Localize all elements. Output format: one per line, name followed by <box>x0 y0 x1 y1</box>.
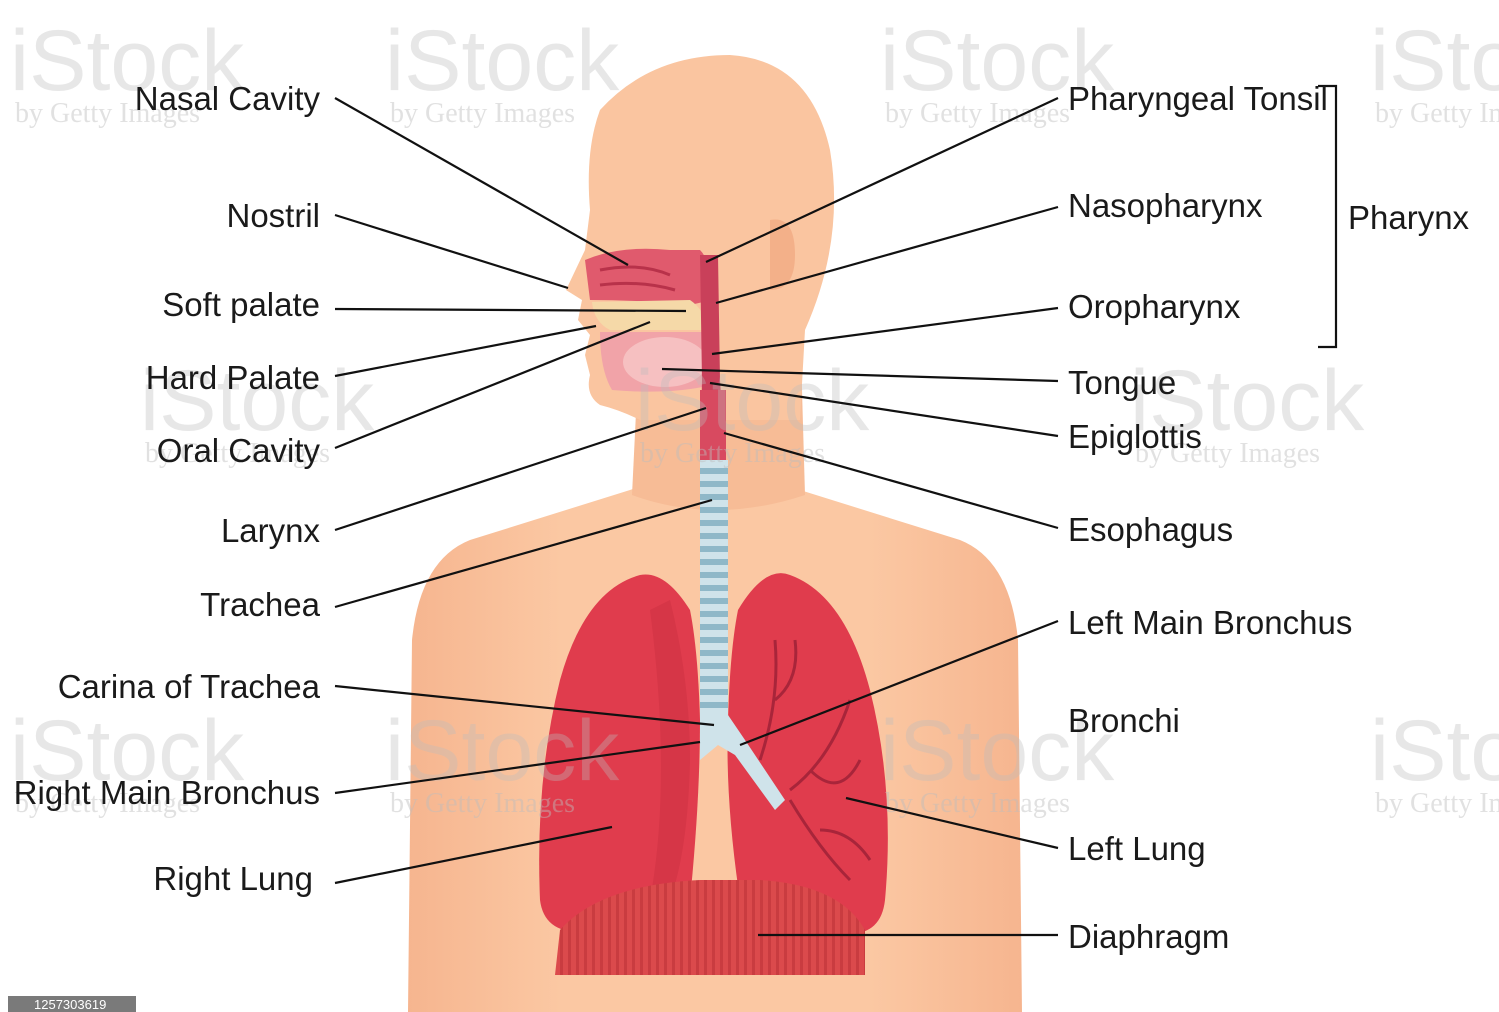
trachea-ring <box>700 663 728 669</box>
nasal-cavity-shape <box>585 249 712 305</box>
pharynx-bracket <box>1318 86 1336 347</box>
label-pharynx: Pharynx <box>1348 199 1470 236</box>
trachea-ring <box>700 546 728 552</box>
label-right-main-bronchus: Right Main Bronchus <box>14 774 320 811</box>
label-pharyngeal-tonsil: Pharyngeal Tonsil <box>1068 80 1328 117</box>
trachea-ring <box>700 624 728 630</box>
image-id-text: 1257303619 <box>34 997 106 1012</box>
label-nasopharynx: Nasopharynx <box>1068 187 1263 224</box>
labels-left: Nasal Cavity Nostril Soft palate Hard Pa… <box>14 80 321 897</box>
watermark-sub: by Getty Images <box>1375 98 1499 129</box>
leader-hard-palate <box>335 326 596 376</box>
trachea-ring <box>700 702 728 708</box>
label-tongue: Tongue <box>1068 364 1176 401</box>
watermark-sub: by Getty Images <box>390 98 575 129</box>
trachea-group <box>700 460 728 720</box>
label-left-main-bronchus: Left Main Bronchus <box>1068 604 1352 641</box>
label-epiglottis: Epiglottis <box>1068 418 1202 455</box>
trachea-ring <box>700 611 728 617</box>
trachea-ring <box>700 533 728 539</box>
label-nostril: Nostril <box>226 197 320 234</box>
leader-nostril <box>335 215 568 288</box>
trachea-ring <box>700 676 728 682</box>
watermark-sub: by Getty Images <box>390 788 575 819</box>
trachea-ring <box>700 520 728 526</box>
palate <box>592 300 708 330</box>
trachea-ring <box>700 494 728 500</box>
watermark-brand: iStock <box>385 703 620 799</box>
label-carina: Carina of Trachea <box>58 668 321 705</box>
label-esophagus: Esophagus <box>1068 511 1233 548</box>
labels-right: Pharyngeal Tonsil Nasopharynx Oropharynx… <box>1068 80 1470 955</box>
watermark-brand: iStock <box>1370 13 1499 109</box>
trachea-ring <box>700 637 728 643</box>
label-oral-cavity: Oral Cavity <box>157 432 321 469</box>
label-trachea: Trachea <box>200 586 320 623</box>
trachea-ring <box>700 572 728 578</box>
trachea-ring <box>700 585 728 591</box>
label-nasal-cavity: Nasal Cavity <box>135 80 321 117</box>
trachea-ring <box>700 481 728 487</box>
watermark-brand: iStock <box>1370 703 1499 799</box>
label-diaphragm: Diaphragm <box>1068 918 1229 955</box>
trachea-ring <box>700 559 728 565</box>
watermark-brand: iStock <box>385 13 620 109</box>
trachea-ring <box>700 650 728 656</box>
trachea-ring <box>700 507 728 513</box>
watermark-sub: by Getty Images <box>885 98 1070 129</box>
label-hard-palate: Hard Palate <box>146 359 320 396</box>
label-left-lung: Left Lung <box>1068 830 1206 867</box>
label-oropharynx: Oropharynx <box>1068 288 1241 325</box>
trachea-ring <box>700 689 728 695</box>
label-bronchi: Bronchi <box>1068 702 1180 739</box>
label-right-lung: Right Lung <box>153 860 313 897</box>
label-larynx: Larynx <box>221 512 321 549</box>
trachea-ring <box>700 598 728 604</box>
label-soft-palate: Soft palate <box>162 286 320 323</box>
watermark-sub: by Getty Images <box>1375 788 1499 819</box>
